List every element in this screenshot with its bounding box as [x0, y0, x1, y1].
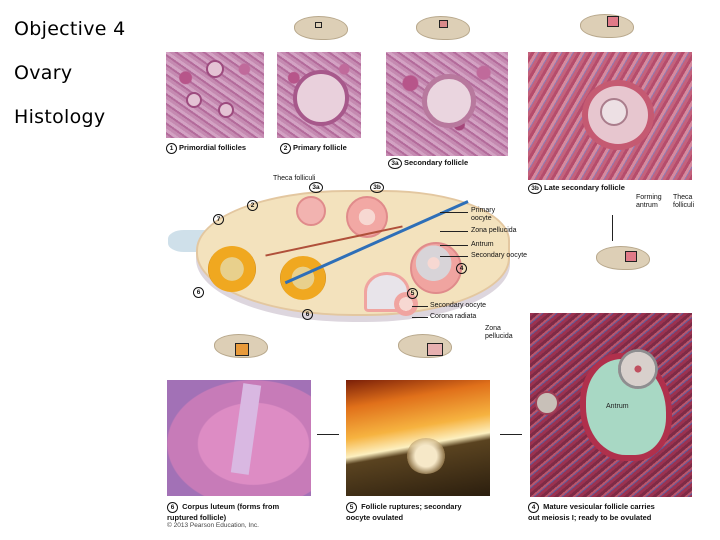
micrograph-corpus-luteum [167, 380, 311, 496]
label-antrum: Antrum [471, 241, 494, 248]
stage-number-3a: 3a [309, 182, 325, 193]
arrow-down-to-mature [612, 215, 613, 241]
stage-number-2: 2 [247, 200, 260, 211]
label-theca-folliculi: Theca folliculi [273, 175, 316, 182]
micrograph-mature-vesicular-follicle [530, 313, 692, 497]
copyright-notice: © 2013 Pearson Education, Inc. [167, 522, 259, 529]
slide-title-line-1: Objective 4 [14, 18, 126, 40]
slide-title-line-3: Histology [14, 106, 106, 128]
label-secondary-oocyte: Secondary oocyte [471, 252, 528, 259]
micrograph-late-secondary-follicle [528, 52, 692, 180]
stage-number-5: 5 [407, 288, 420, 299]
label-zona-pellucida: Zona pellucida [471, 227, 517, 234]
arrow-5-to-6 [317, 434, 339, 435]
stage-number-6-bottom: 6 [302, 309, 315, 320]
label-corona-radiata: Corona radiata [430, 313, 477, 320]
mature-follicle-diagram [410, 242, 462, 294]
arrow-4-to-5 [500, 434, 522, 435]
micrograph-follicle-rupture [346, 380, 490, 496]
stage-number-6-side: 6 [193, 287, 206, 298]
ovary-diagram [168, 180, 538, 320]
label-antrum-mature: Antrum [606, 403, 629, 410]
label-secondary-oocyte-ovulated: Secondary oocyte [430, 302, 487, 309]
micrograph-primary-follicle [277, 52, 361, 138]
corpus-luteum-diagram [208, 246, 256, 292]
stage-number-3b: 3b [370, 182, 386, 193]
corpus-luteum-diagram-2 [280, 256, 326, 300]
micrograph-secondary-follicle [386, 52, 508, 156]
micrograph-primordial-follicles [166, 52, 264, 138]
stage-number-4: 4 [456, 263, 469, 274]
ovary-thumbnail-2 [294, 16, 348, 40]
slide-title-line-2: Ovary [14, 62, 73, 84]
ovary-thumbnail-3a [416, 16, 470, 40]
ovary-thumbnail-5 [398, 334, 452, 358]
ovary-thumbnail-3b [580, 14, 634, 38]
ovary-thumbnail-6 [214, 334, 268, 358]
ovary-thumbnail-4 [596, 246, 650, 270]
stage-number-7: 7 [213, 214, 226, 225]
follicle-3a [296, 196, 326, 226]
